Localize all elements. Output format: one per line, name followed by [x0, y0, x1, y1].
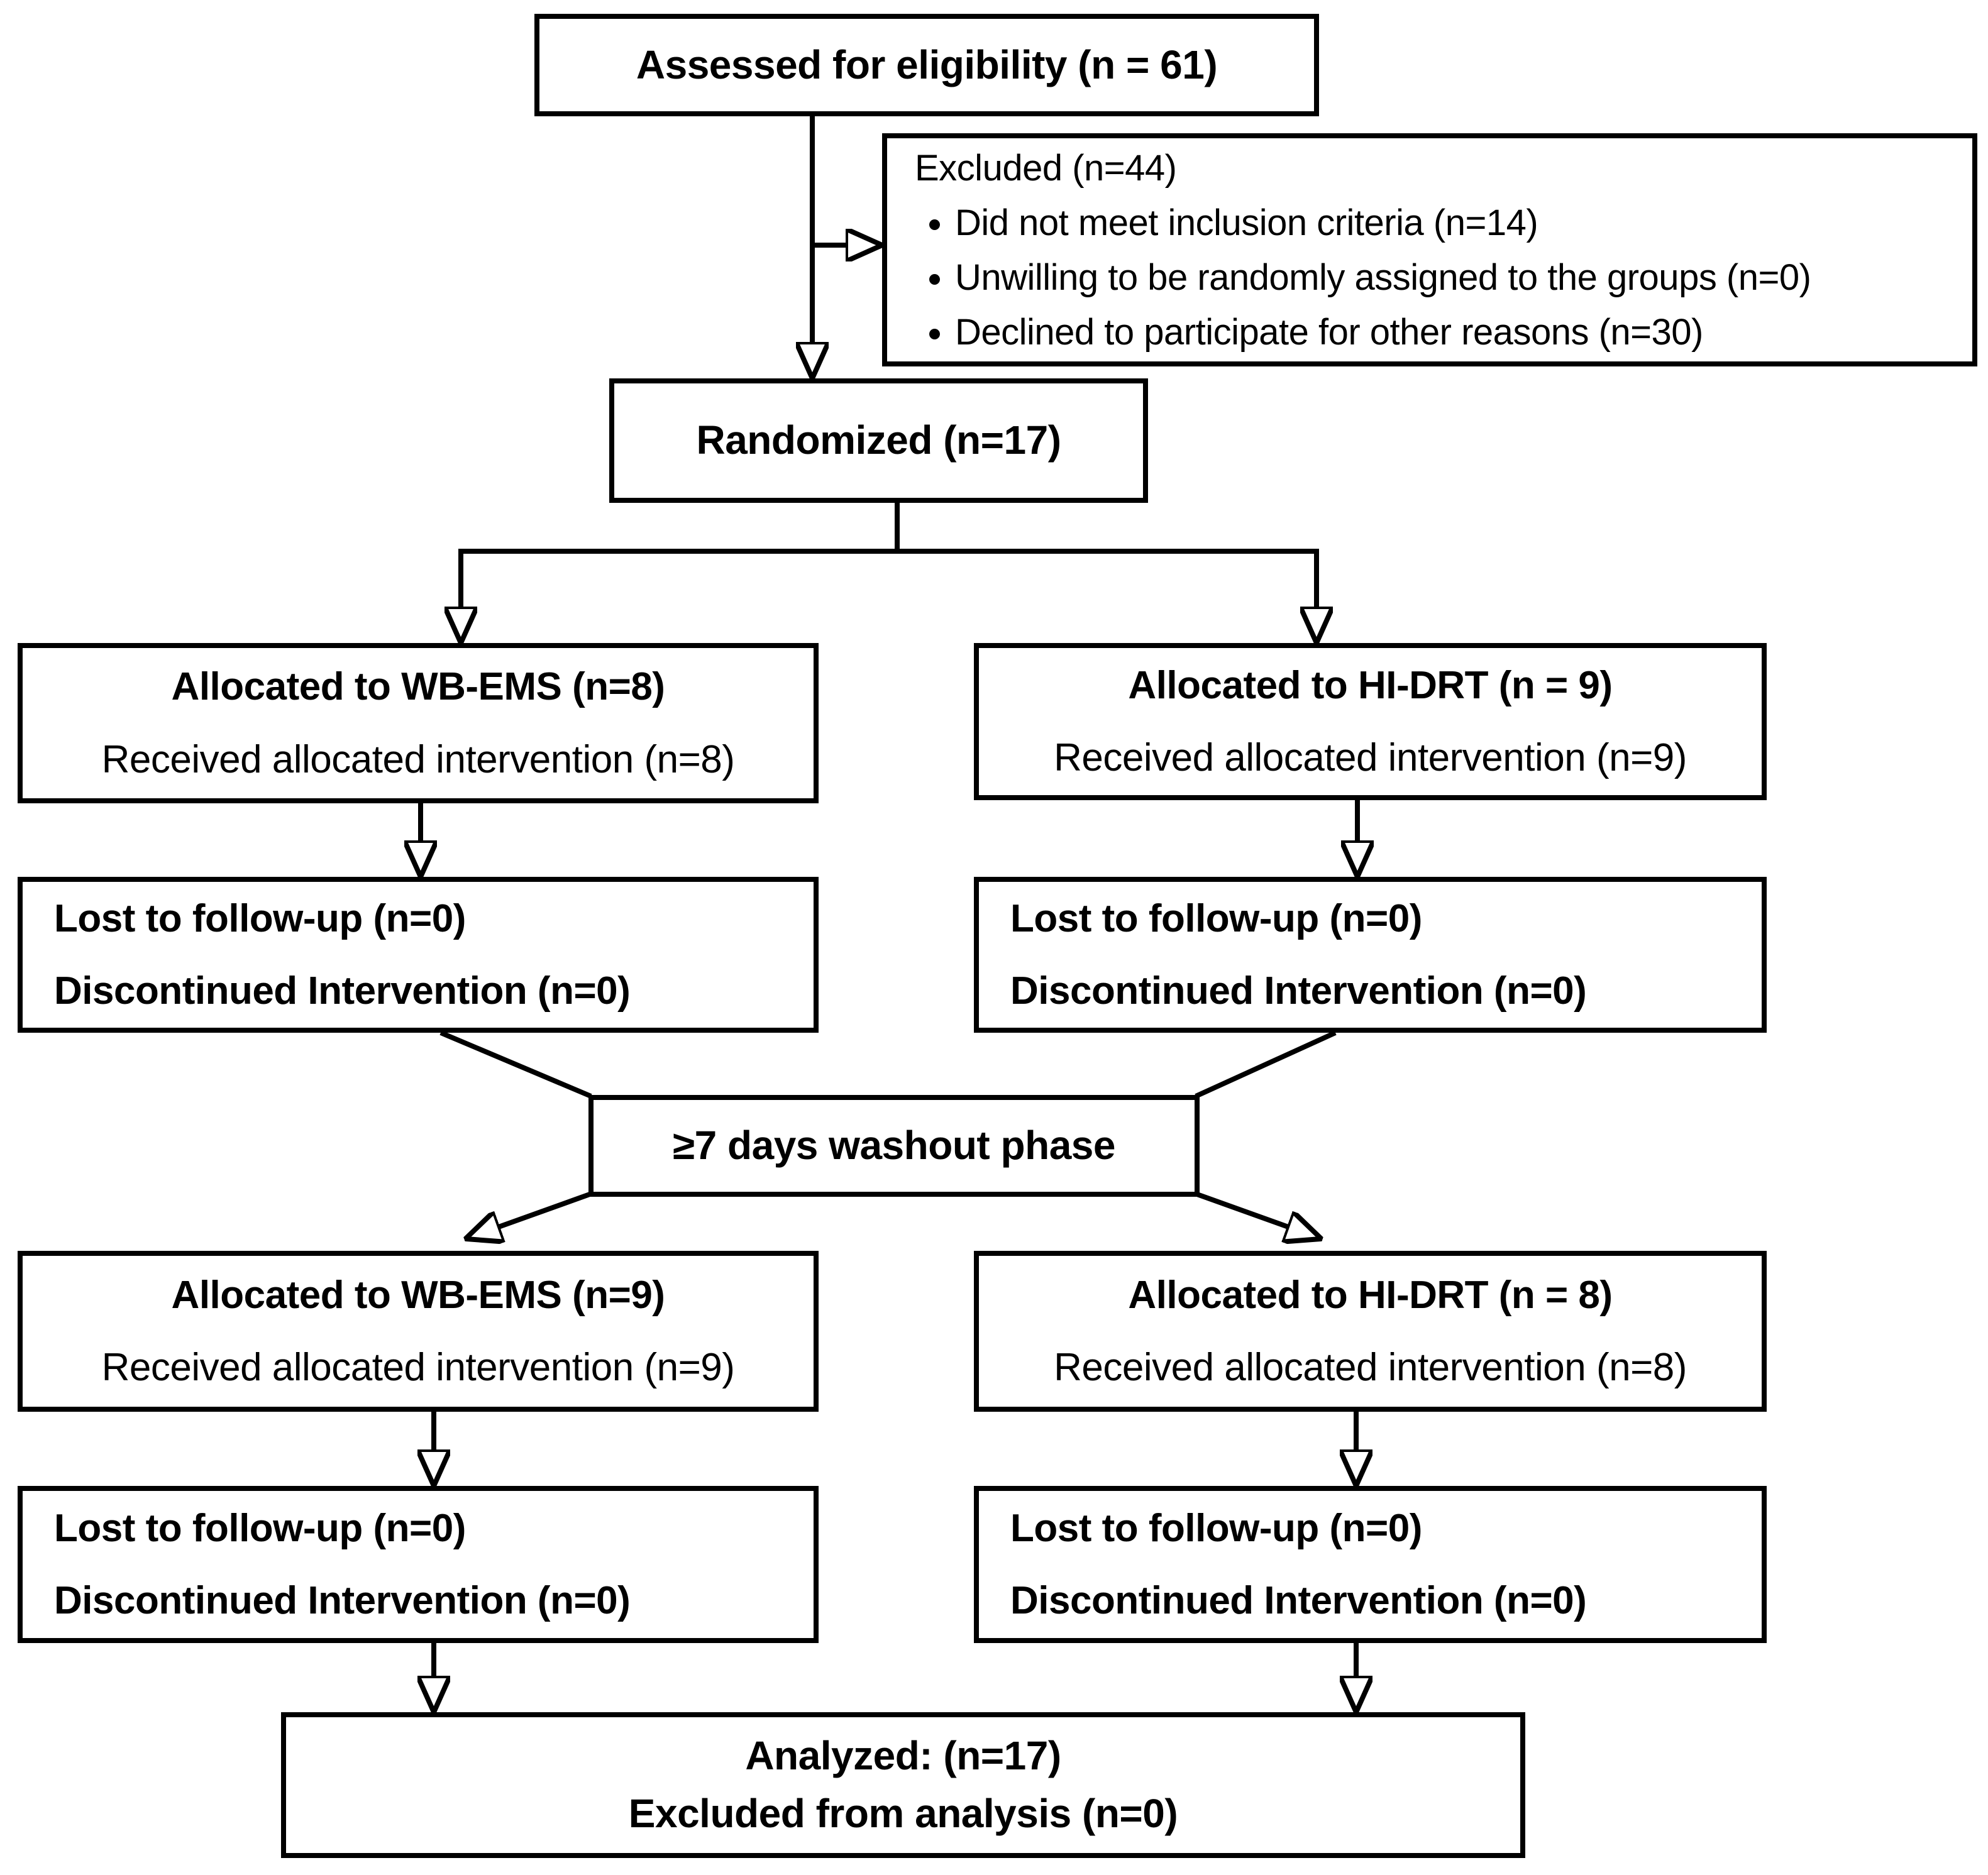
analyzed-box: Analyzed: (n=17) Excluded from analysis …: [281, 1712, 1525, 1858]
lost-followup-line: Lost to follow-up (n=0): [1010, 1506, 1422, 1550]
lost-followup-line: Lost to follow-up (n=0): [1010, 896, 1422, 940]
allocated-wbems-2-box: Allocated to WB-EMS (n=9) Received alloc…: [18, 1251, 819, 1412]
allocation-subtitle: Received allocated intervention (n=9): [1054, 736, 1687, 779]
discontinued-line: Discontinued Intervention (n=0): [54, 969, 631, 1013]
arrow-washout-to-allocright2: [1196, 1192, 1288, 1227]
allocation-subtitle: Received allocated intervention (n=8): [1054, 1346, 1687, 1389]
lost-followup-line: Lost to follow-up (n=0): [54, 1506, 466, 1550]
lost-followup-right-1-box: Lost to follow-up (n=0) Discontinued Int…: [974, 877, 1767, 1033]
allocated-hidrt-2-box: Allocated to HI-DRT (n = 8) Received all…: [974, 1251, 1767, 1412]
arrow-split-right: [897, 549, 1317, 608]
assessed-box: Assessed for eligibility (n = 61): [534, 14, 1319, 116]
allocation-subtitle: Received allocated intervention (n=9): [101, 1346, 735, 1389]
excluded-title: Excluded (n=44): [915, 147, 1177, 189]
lost-followup-line: Lost to follow-up (n=0): [54, 896, 466, 940]
washout-box: ≥7 days washout phase: [588, 1095, 1200, 1197]
excluded-reason-item: Unwilling to be randomly assigned to the…: [955, 250, 1811, 305]
excluded-reason-item: Declined to participate for other reason…: [955, 305, 1811, 360]
analyzed-subtitle: Excluded from analysis (n=0): [628, 1791, 1178, 1836]
discontinued-line: Discontinued Intervention (n=0): [54, 1579, 631, 1622]
allocation-title: Allocated to WB-EMS (n=9): [171, 1273, 665, 1317]
discontinued-line: Discontinued Intervention (n=0): [1010, 1579, 1587, 1622]
randomized-box: Randomized (n=17): [609, 378, 1148, 503]
excluded-reason-item: Did not meet inclusion criteria (n=14): [955, 195, 1811, 250]
washout-label: ≥7 days washout phase: [673, 1123, 1115, 1168]
allocation-title: Allocated to HI-DRT (n = 8): [1128, 1273, 1613, 1317]
lost-followup-left-2-box: Lost to follow-up (n=0) Discontinued Int…: [18, 1486, 819, 1643]
lost-followup-right-2-box: Lost to follow-up (n=0) Discontinued Int…: [974, 1486, 1767, 1643]
allocation-title: Allocated to WB-EMS (n=8): [171, 665, 665, 709]
arrow-washout-to-allocleft2: [499, 1192, 591, 1227]
allocated-wbems-1-box: Allocated to WB-EMS (n=8) Received alloc…: [18, 643, 819, 803]
excluded-box: Excluded (n=44) Did not meet inclusion c…: [882, 133, 1977, 366]
assessed-label: Assessed for eligibility (n = 61): [636, 41, 1218, 87]
excluded-reason-list: Did not meet inclusion criteria (n=14) U…: [915, 195, 1811, 360]
analyzed-title: Analyzed: (n=17): [745, 1733, 1061, 1779]
line-lostright1-to-washout: [1195, 1030, 1337, 1099]
discontinued-line: Discontinued Intervention (n=0): [1010, 969, 1587, 1013]
randomized-label: Randomized (n=17): [696, 417, 1061, 463]
lost-followup-left-1-box: Lost to follow-up (n=0) Discontinued Int…: [18, 877, 819, 1033]
allocated-hidrt-1-box: Allocated to HI-DRT (n = 9) Received all…: [974, 643, 1767, 800]
allocation-subtitle: Received allocated intervention (n=8): [101, 737, 735, 781]
arrow-split-left: [461, 549, 897, 608]
allocation-title: Allocated to HI-DRT (n = 9): [1128, 663, 1613, 707]
line-lostleft1-to-washout: [439, 1030, 592, 1099]
